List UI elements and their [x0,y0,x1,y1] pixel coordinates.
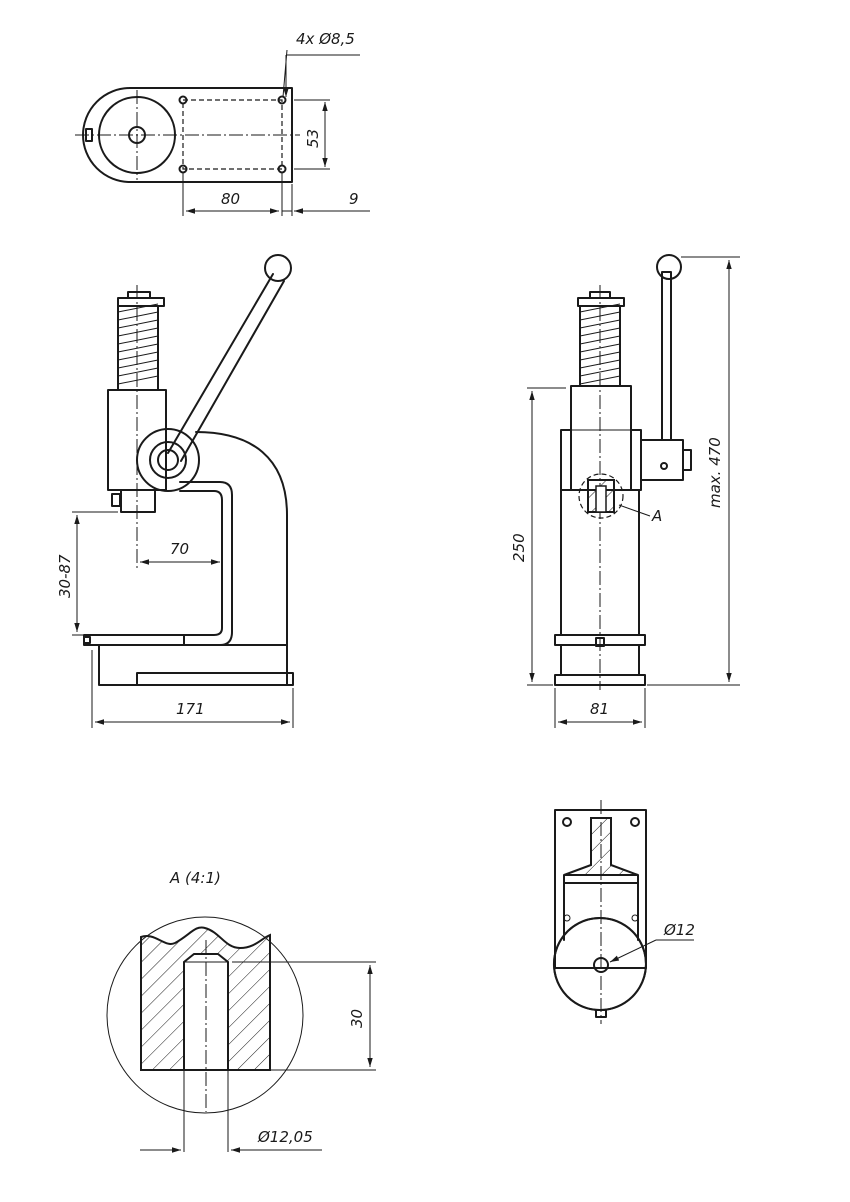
dim-12: Ø12 [663,921,695,939]
dim-max-470: max. 470 [706,437,724,508]
dim-81: 81 [590,700,609,718]
dim-171: 171 [176,700,205,718]
dim-53: 53 [304,129,322,148]
detail-ref-label: A [651,507,662,525]
dim-9: 9 [349,190,359,208]
side-view: A 250 max. 470 81 [510,254,740,728]
detail-view: A (4:1) 30 Ø12,05 [106,869,376,1153]
dim-80: 80 [221,190,240,208]
dim-70: 70 [170,540,189,558]
top-view: 4x Ø8,5 53 80 9 [75,30,370,216]
dim-250: 250 [510,533,528,562]
bottom-view: Ø12 [552,800,695,1024]
dim-stroke: 30-87 [56,554,74,598]
dim-30: 30 [348,1009,366,1028]
detail-title: A (4:1) [169,869,221,887]
holes-callout: 4x Ø8,5 [296,30,355,48]
dim-bore: Ø12,05 [257,1128,313,1146]
front-view: 70 30-87 171 [56,254,294,728]
